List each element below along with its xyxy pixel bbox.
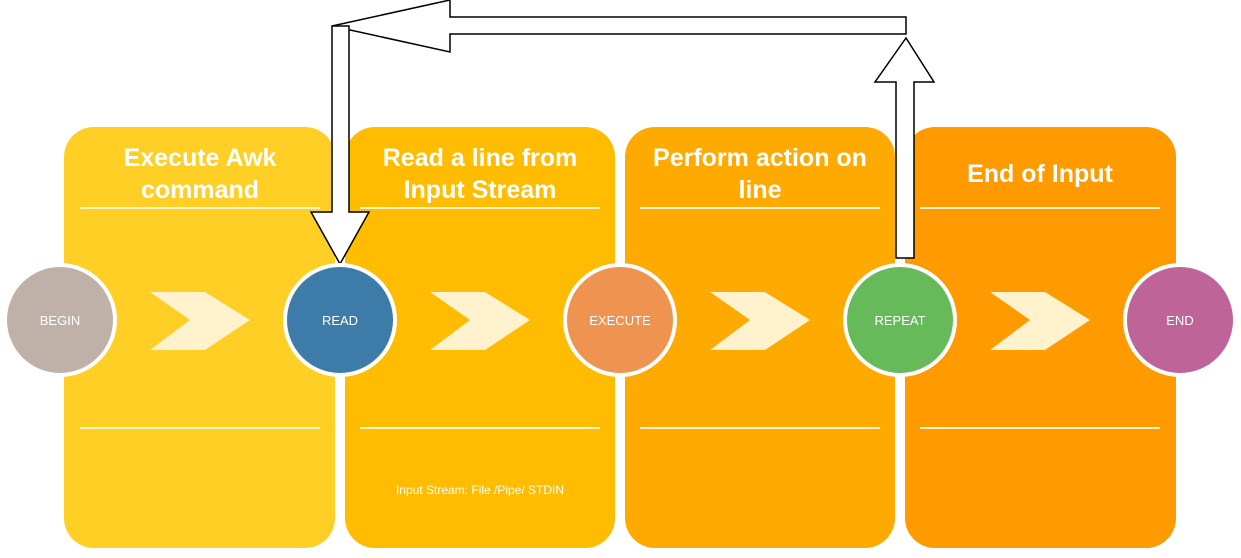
node-execute: EXECUTE (563, 263, 677, 377)
node-circle (563, 263, 677, 377)
panel-title-line1: Perform action on (653, 144, 867, 172)
node-label: EXECUTE (589, 313, 651, 328)
input-stream-note: Input Stream: File /Pipe/ STDIN (396, 483, 564, 497)
node-label: REPEAT (874, 313, 925, 328)
node-begin: BEGIN (3, 263, 117, 377)
arrow-down-icon (309, 25, 371, 266)
node-circle (843, 263, 957, 377)
chevron-arrow-icon (150, 292, 250, 350)
node-circle (1123, 263, 1237, 377)
node-label: BEGIN (40, 313, 80, 328)
panel-title-line1: Read a line from (383, 144, 578, 172)
panel-title-line2: line (738, 176, 781, 204)
panel-title-line2: Input Stream (404, 176, 557, 204)
chevron-arrow-icon (990, 292, 1090, 350)
node-repeat: REPEAT (843, 263, 957, 377)
chevron-arrow-icon (430, 292, 530, 350)
panel-title-line1: End of Input (967, 160, 1113, 188)
node-circle (3, 263, 117, 377)
panel-title-line2: command (141, 176, 259, 204)
node-read: READ (283, 263, 397, 377)
loop-back-arrow (309, 0, 936, 266)
flow-chevrons (150, 292, 1090, 350)
node-end: END (1123, 263, 1237, 377)
node-label: END (1166, 313, 1193, 328)
arrow-up-icon (873, 36, 936, 259)
arrow-left-icon (331, 0, 907, 53)
chevron-arrow-icon (710, 292, 810, 350)
node-circle (283, 263, 397, 377)
node-label: READ (322, 313, 358, 328)
panel-title-line1: Execute Awk (124, 144, 277, 172)
